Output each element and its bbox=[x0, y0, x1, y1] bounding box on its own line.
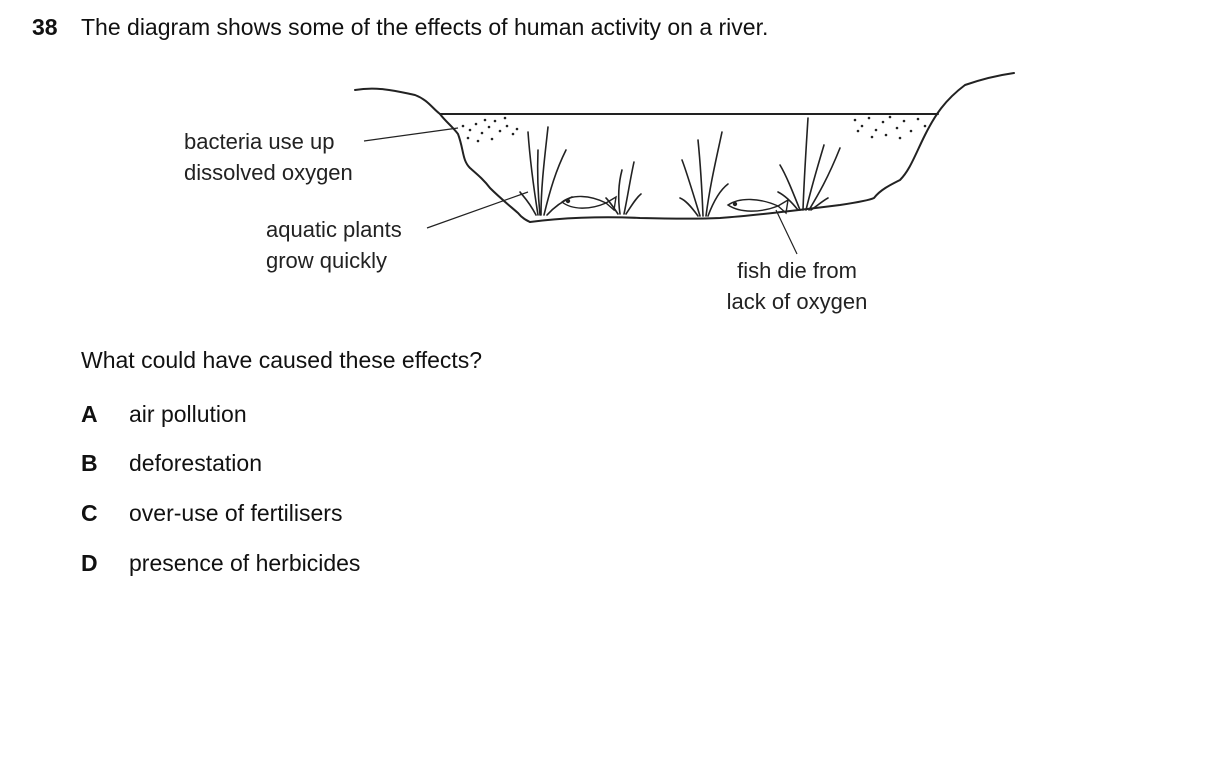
plant-2 bbox=[605, 161, 642, 215]
fish-label: fish die from lack of oxygen bbox=[707, 255, 887, 317]
option-text: over-use of fertilisers bbox=[129, 500, 343, 526]
fish-2 bbox=[726, 198, 789, 215]
fish-1 bbox=[560, 195, 617, 212]
fish-label-line-2: lack of oxygen bbox=[726, 289, 868, 314]
option-letter: D bbox=[81, 550, 98, 576]
bacteria-leader bbox=[363, 127, 459, 142]
plant-1 bbox=[519, 126, 573, 216]
fish-label-line-1: fish die from bbox=[737, 258, 857, 283]
fish-leader bbox=[775, 209, 798, 255]
bacteria-label-line-1: bacteria use up bbox=[184, 129, 335, 154]
plants-leader bbox=[426, 191, 529, 229]
plant-4 bbox=[777, 117, 841, 211]
plant-3 bbox=[679, 131, 729, 217]
leader-lines bbox=[363, 127, 798, 255]
bacteria-label: bacteria use up dissolved oxygen bbox=[184, 126, 353, 188]
question-text: The diagram shows some of the effects of… bbox=[81, 14, 769, 40]
bacteria-dots-left bbox=[461, 116, 519, 143]
plants-label-line-2: grow quickly bbox=[266, 248, 388, 273]
option-letter: C bbox=[81, 500, 98, 526]
option-letter: B bbox=[81, 450, 98, 476]
riverbed bbox=[529, 72, 1015, 223]
question-number: 38 bbox=[32, 14, 58, 40]
bacteria-label-line-2: dissolved oxygen bbox=[184, 160, 353, 185]
option-text: presence of herbicides bbox=[129, 550, 361, 576]
question-prompt: What could have caused these effects? bbox=[81, 347, 483, 373]
dead-fish bbox=[560, 195, 789, 215]
option-text: deforestation bbox=[129, 450, 262, 476]
bacteria-dots-right bbox=[853, 115, 927, 140]
river-diagram bbox=[354, 72, 1015, 255]
plants-label: aquatic plants grow quickly bbox=[266, 214, 402, 276]
plants-label-line-1: aquatic plants bbox=[266, 217, 402, 242]
aquatic-plants bbox=[519, 117, 841, 217]
option-text: air pollution bbox=[129, 401, 247, 427]
option-letter: A bbox=[81, 401, 98, 427]
left-riverbank bbox=[354, 87, 531, 223]
